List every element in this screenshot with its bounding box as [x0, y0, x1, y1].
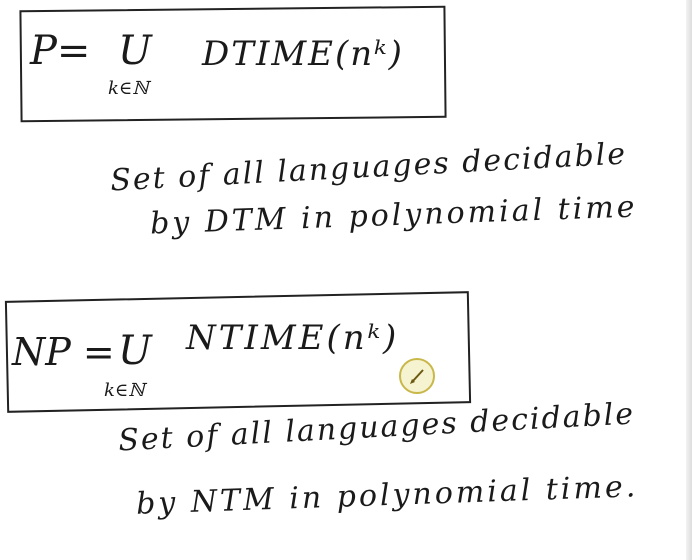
p-rhs: DTIME(nᵏ) — [202, 34, 404, 74]
p-note-line2: by DTM in polynomial time — [149, 189, 639, 242]
p-union-symbol: U — [118, 28, 152, 74]
np-rhs: NTIME(nᵏ) — [186, 318, 400, 358]
right-edge-shadow — [686, 0, 692, 560]
p-union-index: k∈ℕ — [108, 78, 149, 99]
p-lhs: P= — [30, 28, 91, 74]
np-lhs: NP = — [12, 330, 115, 374]
np-union-index: k∈ℕ — [104, 380, 145, 401]
pen-cursor — [399, 358, 435, 394]
np-note-line2: by NTM in polynomial time. — [135, 469, 639, 522]
p-note-line1: Set of all languages decidable — [109, 136, 628, 199]
pen-icon — [410, 369, 424, 384]
np-union-symbol: U — [118, 328, 152, 374]
